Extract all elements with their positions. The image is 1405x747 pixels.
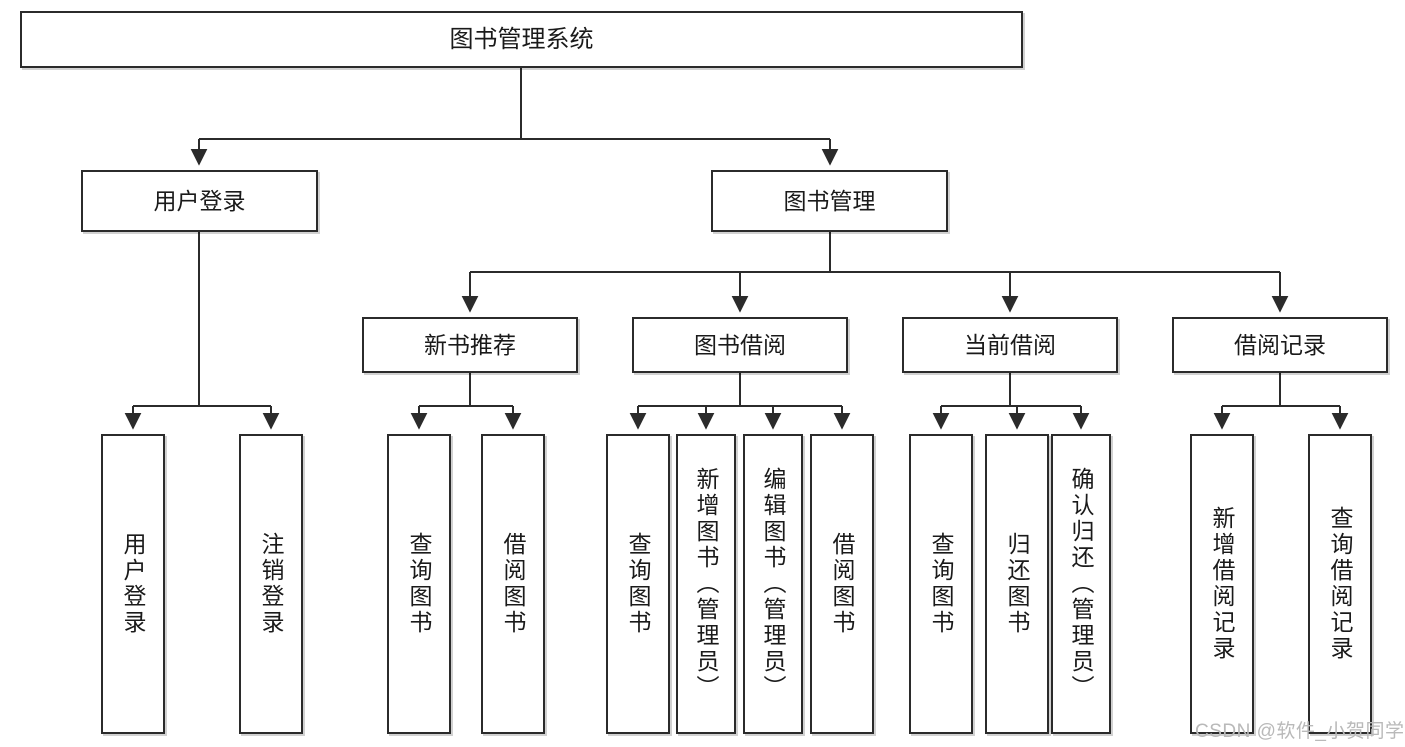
node-new-book-rec-label: 新书推荐 — [424, 331, 516, 358]
node-leaf-user-login-label: 用户登录 — [120, 532, 147, 636]
node-leaf-edit-book-label: 编辑图书（管理员） — [760, 467, 787, 701]
node-book-borrow[interactable]: 图书借阅 — [632, 317, 848, 373]
node-leaf-borrow-book-2-label: 借阅图书 — [829, 532, 856, 636]
node-user-login-label: 用户登录 — [153, 187, 246, 214]
node-leaf-confirm-return-label: 确认归还（管理员） — [1068, 467, 1095, 701]
node-leaf-return-book-label: 归还图书 — [1004, 532, 1031, 636]
node-leaf-query-book-3[interactable]: 查询图书 — [909, 434, 973, 734]
node-leaf-query-book-2[interactable]: 查询图书 — [606, 434, 670, 734]
node-root-label: 图书管理系统 — [449, 25, 594, 53]
node-leaf-borrow-book-1[interactable]: 借阅图书 — [481, 434, 545, 734]
node-book-manage[interactable]: 图书管理 — [711, 170, 948, 232]
node-leaf-query-book-1-label: 查询图书 — [406, 532, 433, 636]
node-current-borrow[interactable]: 当前借阅 — [902, 317, 1118, 373]
csdn-watermark-text: CSDN @软件_小贺同学 — [1195, 721, 1405, 742]
node-leaf-borrow-book-1-label: 借阅图书 — [500, 532, 527, 636]
node-leaf-add-book[interactable]: 新增图书（管理员） — [676, 434, 736, 734]
node-leaf-edit-book[interactable]: 编辑图书（管理员） — [743, 434, 803, 734]
node-leaf-logout[interactable]: 注销登录 — [239, 434, 303, 734]
node-leaf-query-record[interactable]: 查询借阅记录 — [1308, 434, 1372, 734]
node-leaf-return-book[interactable]: 归还图书 — [985, 434, 1049, 734]
node-borrow-record[interactable]: 借阅记录 — [1172, 317, 1388, 373]
node-leaf-borrow-book-2[interactable]: 借阅图书 — [810, 434, 874, 734]
node-book-manage-label: 图书管理 — [783, 187, 876, 214]
node-leaf-query-book-1[interactable]: 查询图书 — [387, 434, 451, 734]
node-leaf-query-record-label: 查询借阅记录 — [1327, 506, 1354, 662]
node-leaf-user-login[interactable]: 用户登录 — [101, 434, 165, 734]
csdn-watermark: CSDN @软件_小贺同学 — [1195, 716, 1404, 743]
node-root[interactable]: 图书管理系统 — [20, 11, 1023, 68]
node-leaf-query-book-2-label: 查询图书 — [625, 532, 652, 636]
node-leaf-add-record[interactable]: 新增借阅记录 — [1190, 434, 1254, 734]
node-leaf-confirm-return[interactable]: 确认归还（管理员） — [1051, 434, 1111, 734]
node-book-borrow-label: 图书借阅 — [694, 331, 786, 358]
node-current-borrow-label: 当前借阅 — [964, 331, 1056, 358]
node-leaf-add-record-label: 新增借阅记录 — [1209, 506, 1236, 662]
node-user-login[interactable]: 用户登录 — [81, 170, 318, 232]
node-leaf-logout-label: 注销登录 — [258, 532, 285, 636]
node-new-book-rec[interactable]: 新书推荐 — [362, 317, 578, 373]
node-borrow-record-label: 借阅记录 — [1234, 331, 1326, 358]
node-leaf-query-book-3-label: 查询图书 — [928, 532, 955, 636]
node-leaf-add-book-label: 新增图书（管理员） — [693, 467, 720, 701]
